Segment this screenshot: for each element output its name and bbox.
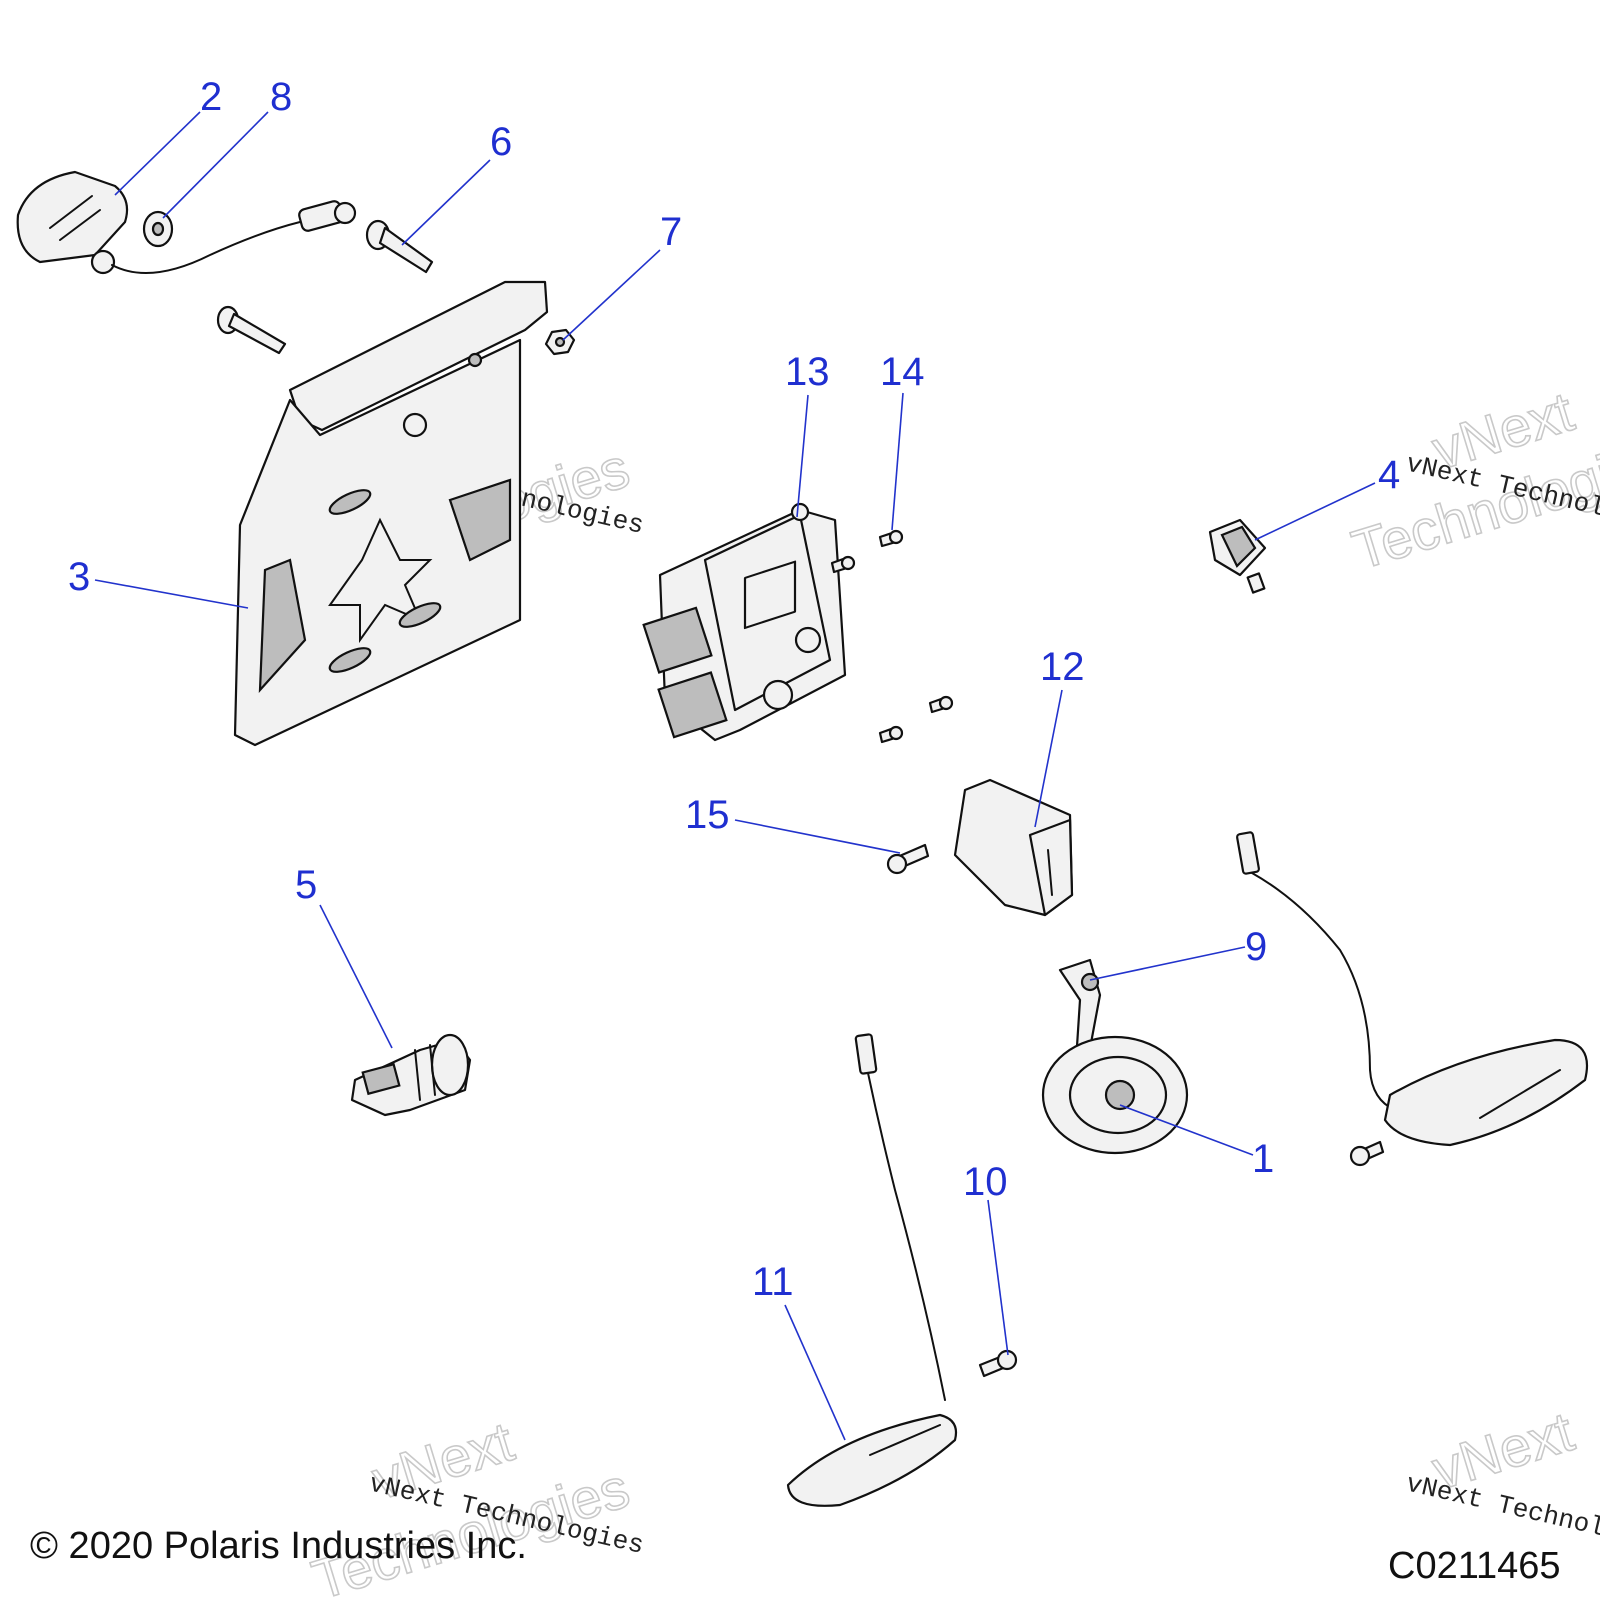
part-screw-signal [978,1349,1018,1378]
copyright-text: © 2020 Polaris Industries Inc. [30,1525,527,1567]
figure-code: C0211465 [1388,1545,1561,1587]
callout-8: 8 [270,75,292,119]
leader-3 [94,579,249,609]
part-relay [1208,518,1267,594]
leader-14 [891,392,904,531]
callout-4: 4 [1378,453,1400,497]
part-mounting-bracket [233,280,549,747]
screw [878,725,904,744]
part-ecu-module [642,502,847,742]
leader-7 [562,249,661,341]
part-ignition-switch [350,1033,472,1117]
watermark-bottom-left: vNext Technologies vNext Technologies [304,1408,646,1600]
callout-15: 15 [685,793,730,837]
part-screw-sensor [886,843,930,875]
part-horn [1041,958,1189,1155]
leader-5 [319,904,393,1049]
screw [1349,1140,1385,1167]
part-bolt-bracket [216,305,287,355]
part-washer [142,210,174,248]
leader-11 [784,1304,846,1441]
screw [830,555,856,574]
callouts: 2 8 6 7 3 13 14 4 12 15 5 9 1 10 11 [68,75,1400,1304]
callout-13: 13 [785,350,830,394]
leader-2 [114,111,201,196]
leader-lines [94,111,1376,1441]
part-screws-ecu [830,529,954,744]
leader-9 [1089,946,1246,981]
screw [928,695,954,714]
part-bolt-upper [365,219,434,274]
part-sensor-module [953,778,1074,917]
leader-12 [1034,689,1063,828]
part-turn-signal-right [1236,831,1589,1167]
leader-15 [734,819,901,854]
leader-4 [1254,482,1376,541]
callout-2: 2 [200,75,222,119]
leader-10 [987,1199,1009,1356]
callout-3: 3 [68,555,90,599]
callout-12: 12 [1040,645,1085,689]
leader-6 [401,159,491,246]
leader-8 [162,111,269,219]
callout-10: 10 [963,1160,1008,1204]
part-light-housing [16,170,357,275]
screw [878,529,904,548]
part-turn-signal-left [786,1033,958,1507]
callout-11: 11 [752,1260,794,1304]
leader-13 [796,394,809,518]
callout-6: 6 [490,120,512,164]
watermark-bottom-right: vNext vNext Technologies [1403,1398,1600,1561]
leader-1 [1119,1104,1254,1156]
callout-14: 14 [880,350,925,394]
callout-5: 5 [295,863,317,907]
callout-1: 1 [1252,1137,1274,1181]
callout-9: 9 [1245,925,1267,969]
callout-7: 7 [660,210,682,254]
